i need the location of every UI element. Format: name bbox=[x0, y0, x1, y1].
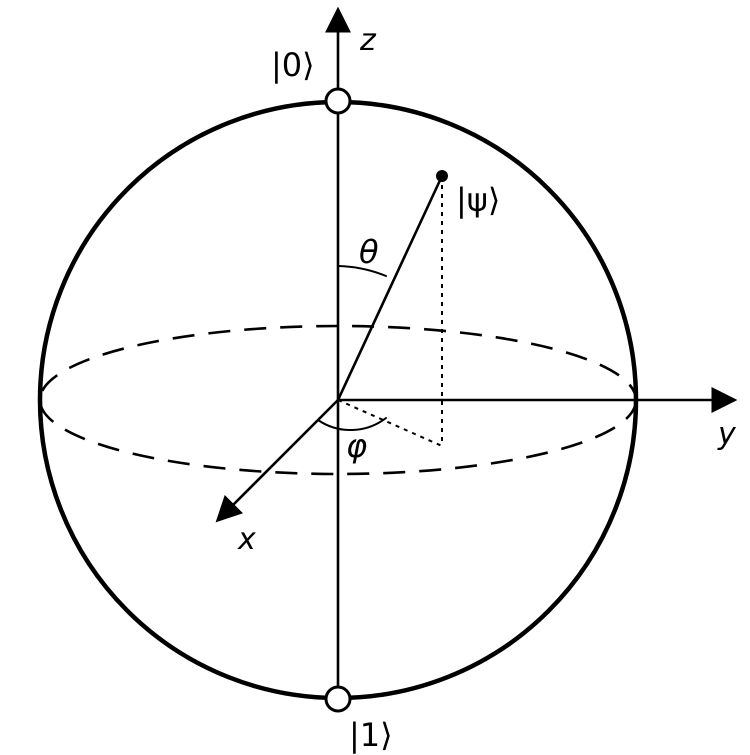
theta-label: θ bbox=[359, 233, 379, 271]
psi-label: |ψ⟩ bbox=[456, 181, 500, 219]
state-one-label: |1⟩ bbox=[349, 716, 393, 754]
horizontal-projection-line bbox=[337, 399, 443, 447]
theta-arc bbox=[337, 265, 387, 277]
psi-point bbox=[436, 170, 448, 182]
state-zero-point bbox=[324, 87, 352, 115]
state-vector bbox=[336, 174, 444, 402]
x-axis bbox=[215, 398, 340, 523]
state-zero-label: |0⟩ bbox=[271, 46, 315, 84]
x-axis-label: x bbox=[237, 522, 256, 557]
phi-label: φ bbox=[346, 427, 367, 465]
state-one-point bbox=[324, 685, 352, 713]
z-axis-label: z bbox=[359, 23, 377, 58]
phi-arc bbox=[317, 417, 387, 432]
y-axis-label: y bbox=[717, 417, 737, 452]
